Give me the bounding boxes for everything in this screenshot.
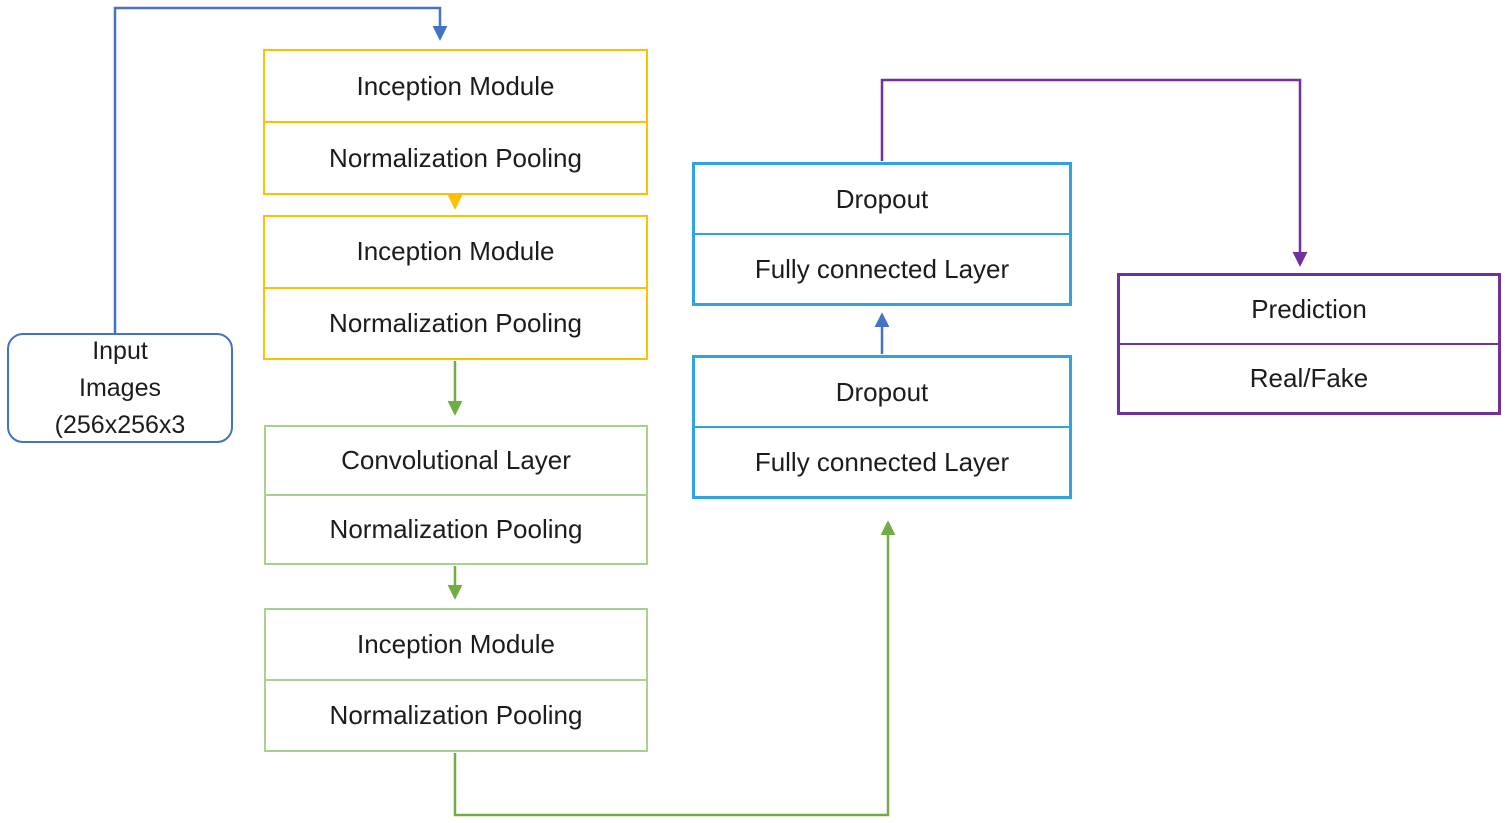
connector-dropout-upper-to-prediction <box>880 78 1308 267</box>
normalization-pooling-3-cell: Normalization Pooling <box>266 496 646 563</box>
convolutional-layer-box: Convolutional Layer Normalization Poolin… <box>264 425 648 565</box>
inception-module-1-box: Inception Module Normalization Pooling <box>263 49 648 195</box>
dropout-upper-cell: Dropout <box>695 165 1069 235</box>
connector-input-to-inception1 <box>113 6 448 333</box>
prediction-label: Prediction <box>1251 294 1367 324</box>
convolutional-layer-cell: Convolutional Layer <box>266 427 646 496</box>
normalization-pooling-4-label: Normalization Pooling <box>329 700 583 730</box>
inception-module-2-label: Inception Module <box>356 236 555 267</box>
normalization-pooling-3-label: Normalization Pooling <box>329 514 583 544</box>
inception-module-1-cell: Inception Module <box>265 51 646 123</box>
dropout-upper-box: Dropout Fully connected Layer <box>692 162 1072 306</box>
normalization-pooling-2-cell: Normalization Pooling <box>265 289 646 359</box>
inception-module-3-cell: Inception Module <box>266 610 646 681</box>
real-fake-label: Real/Fake <box>1249 363 1369 393</box>
fully-connected-upper-label: Fully connected Layer <box>754 253 1010 284</box>
fully-connected-upper-cell: Fully connected Layer <box>695 235 1069 303</box>
inception-module-2-box: Inception Module Normalization Pooling <box>263 215 648 360</box>
convolutional-layer-label: Convolutional Layer <box>341 445 571 475</box>
inception-module-3-label: Inception Module <box>356 629 556 659</box>
dropout-upper-label: Dropout <box>835 183 929 214</box>
inception-module-1-label: Inception Module <box>356 70 555 101</box>
inception-module-2-cell: Inception Module <box>265 217 646 289</box>
prediction-cell: Prediction <box>1120 276 1498 345</box>
normalization-pooling-1-label: Normalization Pooling <box>329 142 582 173</box>
prediction-box: Prediction Real/Fake <box>1117 273 1501 415</box>
normalization-pooling-4-cell: Normalization Pooling <box>266 681 646 750</box>
dropout-lower-box: Dropout Fully connected Layer <box>692 355 1072 499</box>
input-images-label: Input Images (256x256x3 <box>54 336 186 439</box>
dropout-lower-label: Dropout <box>835 376 929 407</box>
fully-connected-lower-cell: Fully connected Layer <box>695 428 1069 496</box>
connector-inception3-to-dropout-lower <box>453 520 896 817</box>
real-fake-cell: Real/Fake <box>1120 345 1498 412</box>
normalization-pooling-2-label: Normalization Pooling <box>329 307 582 338</box>
fully-connected-lower-label: Fully connected Layer <box>754 446 1010 477</box>
dropout-lower-cell: Dropout <box>695 358 1069 428</box>
normalization-pooling-1-cell: Normalization Pooling <box>265 123 646 193</box>
inception-module-3-box: Inception Module Normalization Pooling <box>264 608 648 752</box>
input-images-box: Input Images (256x256x3 <box>7 333 233 443</box>
